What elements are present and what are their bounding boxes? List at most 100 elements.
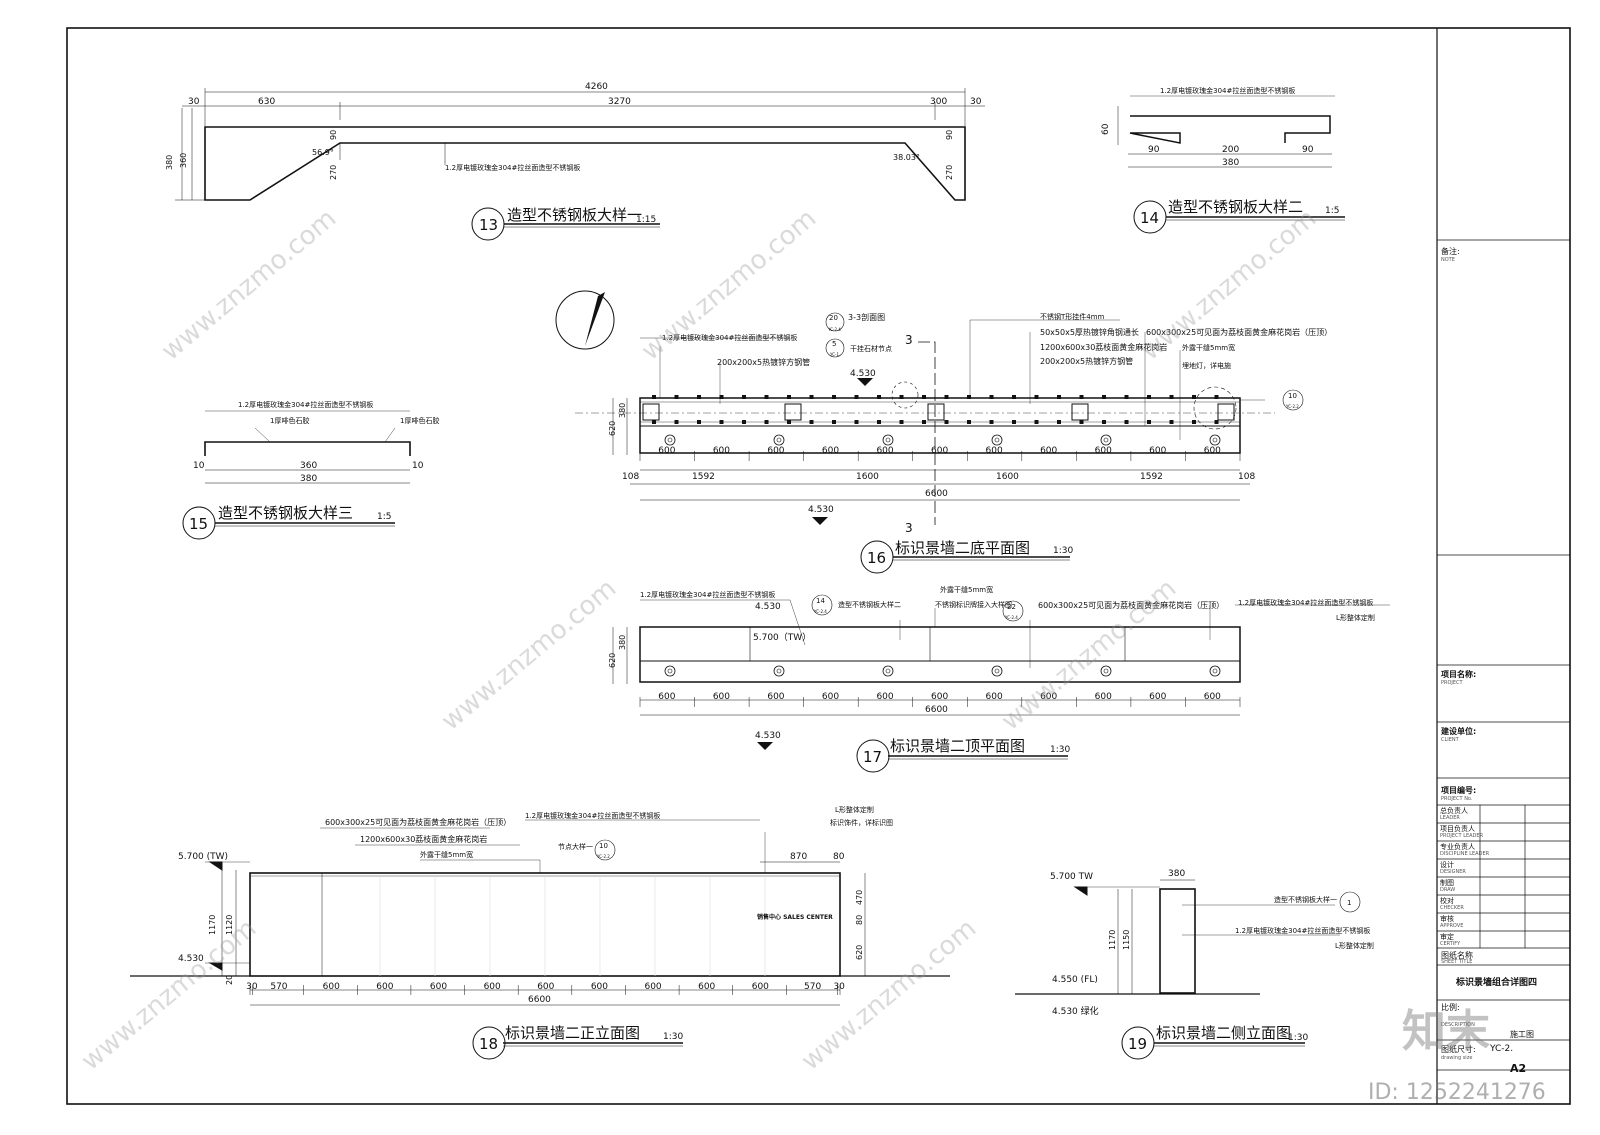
svg-text:标识饰件，详标识图: 标识饰件，详标识图 bbox=[830, 818, 893, 827]
dim-label: 600 bbox=[1149, 692, 1166, 702]
svg-text:1120: 1120 bbox=[225, 915, 234, 935]
drawing-19 bbox=[1015, 879, 1361, 995]
svg-text:标识景墙二顶平面图: 标识景墙二顶平面图 bbox=[890, 737, 1025, 755]
dim-label: 600 bbox=[430, 982, 447, 992]
svg-text:380: 380 bbox=[618, 403, 627, 418]
dim-label: 600 bbox=[644, 982, 661, 992]
svg-text:外露干缝5mm宽: 外露干缝5mm宽 bbox=[420, 850, 473, 859]
svg-text:L形整体定制: L形整体定制 bbox=[1335, 941, 1374, 950]
dim-label: 600 bbox=[1204, 446, 1221, 456]
drawing-no: YC-2. bbox=[1490, 1044, 1514, 1054]
dim-label: 600 bbox=[698, 982, 715, 992]
lamp-icon bbox=[773, 665, 785, 677]
svg-text:标识景墙二正立面图: 标识景墙二正立面图 bbox=[505, 1024, 640, 1042]
sheet-title: 标识景墙组合详图四 bbox=[1456, 978, 1538, 988]
stage: 施工图 bbox=[1510, 1030, 1534, 1039]
role-label: 设计 bbox=[1440, 861, 1454, 869]
svg-text:90: 90 bbox=[945, 130, 954, 140]
svg-text:108: 108 bbox=[622, 472, 639, 482]
client-label: 建设单位: bbox=[1441, 727, 1477, 736]
dim-label: 600 bbox=[323, 982, 340, 992]
svg-text:16: 16 bbox=[867, 549, 886, 567]
svg-text:1:30: 1:30 bbox=[1288, 1033, 1308, 1043]
svg-text:3: 3 bbox=[905, 521, 913, 535]
svg-text:1150: 1150 bbox=[1122, 930, 1131, 950]
svg-text:1:30: 1:30 bbox=[1053, 546, 1073, 556]
svg-text:380: 380 bbox=[618, 635, 627, 650]
svg-text:20: 20 bbox=[829, 314, 838, 322]
svg-text:4.530 绿化: 4.530 绿化 bbox=[1052, 1005, 1099, 1017]
title-block-lines bbox=[1437, 239, 1570, 1071]
dim-label: 30 bbox=[246, 982, 258, 992]
watermark-brand: 知末 bbox=[1402, 1006, 1490, 1057]
svg-text:5: 5 bbox=[832, 340, 836, 348]
svg-text:380: 380 bbox=[1222, 158, 1239, 168]
svg-text:200: 200 bbox=[1222, 145, 1239, 155]
svg-text:200x200x5热镀锌方钢管: 200x200x5热镀锌方钢管 bbox=[1040, 356, 1133, 366]
svg-text:造型不锈钢板大样一: 造型不锈钢板大样一 bbox=[1274, 895, 1337, 904]
role-sub: DRAW bbox=[1440, 887, 1456, 893]
svg-text:节点大样一: 节点大样一 bbox=[558, 842, 593, 851]
role-sub: DISCIPLINE LEADER bbox=[1440, 851, 1490, 857]
svg-text:20: 20 bbox=[225, 975, 234, 985]
dim-label: 600 bbox=[658, 446, 675, 456]
drawing-15 bbox=[204, 410, 411, 484]
svg-text:1170: 1170 bbox=[208, 915, 217, 935]
svg-text:19: 19 bbox=[1128, 1035, 1147, 1053]
dim-label: 600 bbox=[484, 982, 501, 992]
d17-bolts bbox=[664, 665, 1221, 677]
dim-label: 600 bbox=[1040, 446, 1057, 456]
drawing-18 bbox=[130, 819, 950, 1006]
drawing-14-text: 1.2厚电镀玫瑰金304#拉丝面造型不锈钢板 90 200 90 380 60 … bbox=[1101, 86, 1345, 234]
dim-label: 600 bbox=[822, 692, 839, 702]
dim-label: 600 bbox=[1095, 446, 1112, 456]
svg-text:90: 90 bbox=[1148, 145, 1160, 155]
svg-text:L形整体定制: L形整体定制 bbox=[1336, 613, 1375, 622]
dim-label: 600 bbox=[986, 446, 1003, 456]
number-label: 项目编号: bbox=[1441, 786, 1477, 795]
d13-title-text: 造型不锈钢板大样一 bbox=[507, 206, 642, 224]
role-sub: PROJECT LEADER bbox=[1440, 833, 1484, 839]
svg-text:4.530: 4.530 bbox=[755, 602, 781, 612]
dim-label: 600 bbox=[931, 692, 948, 702]
svg-text:6600: 6600 bbox=[528, 995, 551, 1005]
svg-text:1厚啡色石胶: 1厚啡色石胶 bbox=[400, 416, 439, 425]
svg-text:30: 30 bbox=[970, 97, 982, 107]
svg-text:14: 14 bbox=[816, 597, 825, 605]
svg-text:30: 30 bbox=[188, 97, 200, 107]
drawing-13-text: 4260 30 630 3270 300 30 1.2厚电镀玫瑰金304#拉丝面… bbox=[165, 82, 982, 180]
svg-text:600x300x25可见面为荔枝面黄金麻花岗岩（压顶）: 600x300x25可见面为荔枝面黄金麻花岗岩（压顶） bbox=[1038, 600, 1224, 610]
svg-text:1:30: 1:30 bbox=[1050, 745, 1070, 755]
svg-text:10: 10 bbox=[1288, 392, 1297, 400]
svg-text:1.2厚电镀玫瑰金304#拉丝面造型不锈钢板: 1.2厚电镀玫瑰金304#拉丝面造型不锈钢板 bbox=[445, 163, 580, 172]
svg-text:3270: 3270 bbox=[608, 97, 631, 107]
drawing-13 bbox=[175, 88, 985, 201]
svg-text:1200x600x30荔枝面黄金麻花岗岩: 1200x600x30荔枝面黄金麻花岗岩 bbox=[1040, 342, 1167, 352]
drawing-17-text: 1.2厚电镀玫瑰金304#拉丝面造型不锈钢板 4.530 5.700（TW） 1… bbox=[608, 585, 1375, 773]
svg-text:造型不锈钢板大样二: 造型不锈钢板大样二 bbox=[838, 600, 901, 609]
svg-text:L形整体定制: L形整体定制 bbox=[835, 805, 874, 814]
svg-text:22: 22 bbox=[1007, 603, 1016, 611]
svg-text:1600: 1600 bbox=[996, 472, 1019, 482]
svg-text:6600: 6600 bbox=[925, 489, 948, 499]
svg-text:90: 90 bbox=[329, 130, 338, 140]
svg-text:造型不锈钢板大样三: 造型不锈钢板大样三 bbox=[218, 504, 353, 522]
dim-label: 600 bbox=[767, 446, 784, 456]
svg-text:YC-2.2: YC-2.2 bbox=[1285, 404, 1299, 409]
dim-label: 600 bbox=[537, 982, 554, 992]
sales-center-sign: 销售中心 SALES CENTER bbox=[757, 913, 833, 921]
svg-text:1.2厚电镀玫瑰金304#拉丝面造型不锈钢板: 1.2厚电镀玫瑰金304#拉丝面造型不锈钢板 bbox=[662, 333, 797, 342]
role-sub: DESIGNER bbox=[1440, 869, 1466, 875]
svg-text:1592: 1592 bbox=[692, 472, 715, 482]
svg-text:60: 60 bbox=[1101, 123, 1111, 135]
dim-label: 600 bbox=[876, 446, 893, 456]
lamp-icon bbox=[882, 434, 894, 446]
dim-label: 600 bbox=[931, 446, 948, 456]
svg-text:标识景墙二侧立面图: 标识景墙二侧立面图 bbox=[1156, 1024, 1291, 1042]
dim-label: 600 bbox=[752, 982, 769, 992]
drawing-16-text: 1.2厚电镀玫瑰金304#拉丝面造型不锈钢板 200x200x5热镀锌方钢管 2… bbox=[608, 312, 1332, 574]
svg-text:200x200x5热镀锌方钢管: 200x200x5热镀锌方钢管 bbox=[717, 357, 810, 367]
svg-text:YC-2.4: YC-2.4 bbox=[813, 609, 827, 614]
